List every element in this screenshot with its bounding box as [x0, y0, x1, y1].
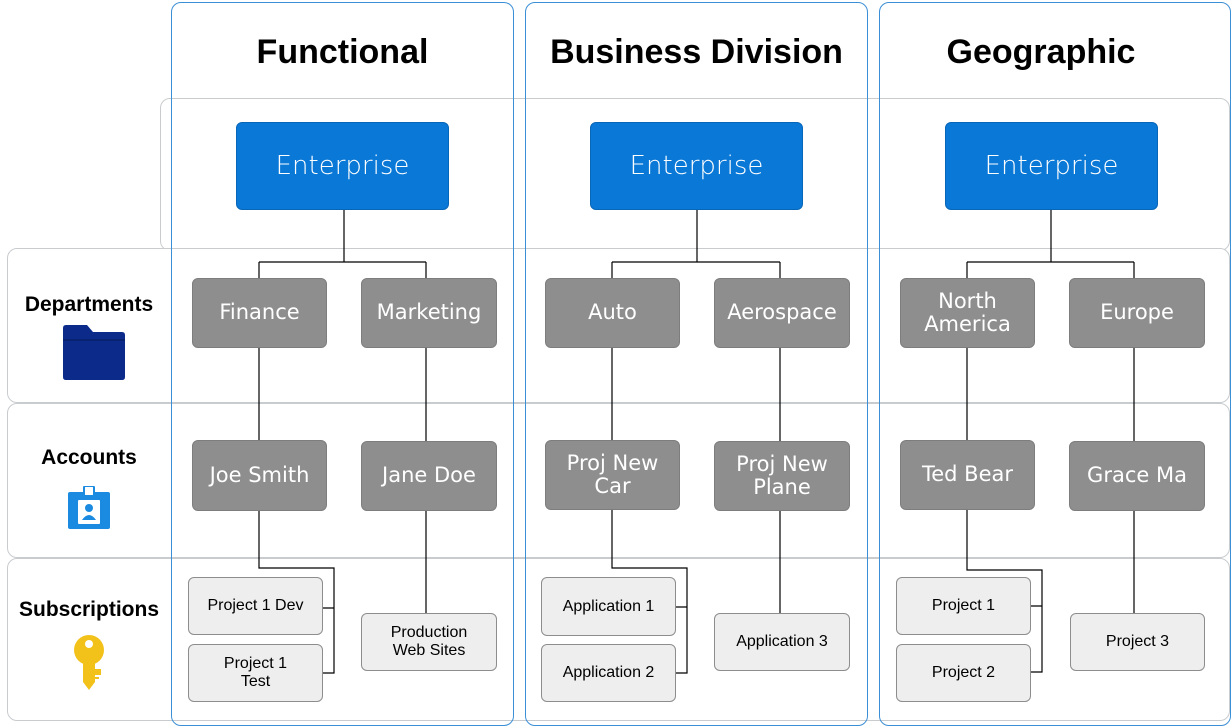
enterprise-node-business-division: Enterprise: [590, 122, 803, 210]
department-node: North America: [900, 278, 1035, 348]
department-node: Europe: [1069, 278, 1205, 348]
folder-icon: [63, 325, 125, 380]
account-node: Grace Ma: [1069, 441, 1205, 511]
row-label-accounts: Accounts: [41, 446, 137, 469]
account-node: Ted Bear: [900, 440, 1035, 510]
column-geographic: [879, 2, 1231, 726]
subscription-node: Project 1 Test: [188, 644, 323, 702]
row-label-departments: Departments: [24, 293, 154, 316]
department-node: Marketing: [361, 278, 497, 348]
id-badge-icon: [68, 486, 110, 529]
subscription-node: Project 1: [896, 577, 1031, 635]
key-icon: [74, 635, 104, 690]
department-node: Aerospace: [714, 278, 850, 348]
subscription-node: Application 1: [541, 577, 676, 636]
column-title-business-division: Business Division: [550, 33, 843, 71]
enterprise-node-functional: Enterprise: [236, 122, 449, 210]
column-business-division: [525, 2, 868, 726]
department-node: Auto: [545, 278, 680, 348]
column-title-geographic: Geographic: [946, 33, 1136, 71]
subscription-node: Project 1 Dev: [188, 577, 323, 635]
column-functional: [171, 2, 514, 726]
subscription-node: Project 3: [1070, 613, 1205, 671]
account-node: Proj New Car: [545, 440, 680, 510]
subscription-node: Application 3: [714, 613, 850, 671]
subscription-node: Project 2: [896, 644, 1031, 702]
department-node: Finance: [192, 278, 327, 348]
row-label-subscriptions: Subscriptions: [18, 598, 160, 621]
subscription-node: Production Web Sites: [361, 613, 497, 671]
enterprise-node-geographic: Enterprise: [945, 122, 1158, 210]
account-node: Jane Doe: [361, 441, 497, 511]
subscription-node: Application 2: [541, 644, 676, 702]
column-title-functional: Functional: [256, 33, 429, 71]
account-node: Proj New Plane: [714, 441, 850, 511]
account-node: Joe Smith: [192, 440, 327, 511]
